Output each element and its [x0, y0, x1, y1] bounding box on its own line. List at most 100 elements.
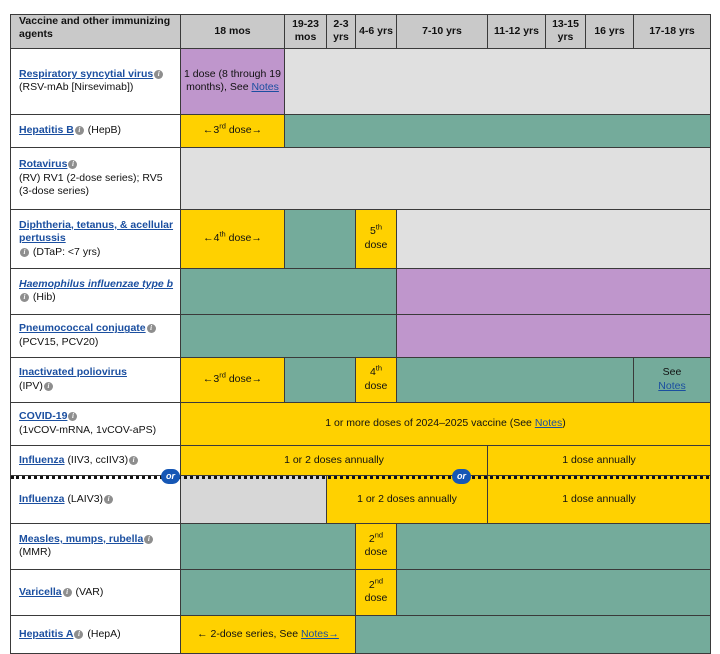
column-header-19-23-mos: 19-23 mos: [284, 14, 327, 49]
info-icon[interactable]: i: [68, 160, 78, 170]
cell-dtap-18mos: ←4th dose→: [180, 208, 285, 269]
info-icon[interactable]: i: [129, 455, 139, 465]
row-abbr-hib: (Hib): [32, 291, 56, 304]
row-abbr-pcv: (PCV15, PCV20): [19, 335, 99, 348]
row-abbr-rotavirus: (RV) RV1 (2-dose series); RV5 (3-dose se…: [19, 171, 163, 198]
row-abbr-hepb: (HepB): [87, 124, 122, 137]
table-row-ipv: Inactivated poliovirus (IPV)i ←3rd dose→…: [10, 356, 711, 403]
cell-influenza-laiv3-gray: [180, 474, 327, 524]
vaccine-link-hepb[interactable]: Hepatitis B: [19, 124, 74, 137]
row-abbr-covid19: (1vCOV-mRNA, 1vCOV-aPS): [19, 423, 157, 436]
info-icon[interactable]: i: [154, 69, 164, 79]
info-icon[interactable]: i: [68, 412, 78, 422]
info-icon[interactable]: i: [144, 534, 154, 544]
info-icon[interactable]: i: [74, 629, 84, 639]
cell-pcv-right: [396, 313, 711, 358]
row-abbr-varicella: (VAR): [75, 585, 104, 598]
row-abbr-dtap: (DTaP: <7 yrs): [32, 245, 101, 258]
or-badge-right[interactable]: or: [452, 469, 471, 484]
vaccine-link-hepa[interactable]: Hepatitis A: [19, 627, 74, 640]
vaccine-link-influenza-laiv3[interactable]: Influenza: [19, 492, 65, 505]
vaccine-link-pcv[interactable]: Pneumococcal conjugate: [19, 322, 146, 335]
table-row-influenza-laiv3: Influenza (LAIV3)i 1 or 2 doses annually…: [10, 474, 711, 524]
info-icon[interactable]: i: [20, 293, 29, 303]
cell-influenza-iiv3-right: 1 dose annually: [487, 444, 711, 476]
cell-ipv-17-18yrs: See Notes: [633, 356, 711, 403]
cell-ipv-mid: [396, 356, 634, 403]
header-row: Vaccine and other immunizing agents 18 m…: [10, 14, 711, 49]
cell-rotavirus-rest: [180, 146, 711, 210]
notes-link[interactable]: Notes: [251, 81, 279, 94]
cell-hib-right: [396, 267, 711, 315]
cell-text: See: [662, 366, 682, 379]
cell-dtap-rest: [396, 208, 711, 269]
info-icon[interactable]: i: [62, 587, 72, 597]
row-label-dtap: Diphtheria, tetanus, & acellular pertuss…: [10, 208, 181, 269]
info-icon[interactable]: i: [43, 381, 53, 391]
vaccine-link-influenza-iiv3[interactable]: Influenza: [19, 453, 65, 466]
info-icon[interactable]: i: [20, 247, 29, 257]
info-icon[interactable]: i: [104, 494, 114, 504]
cell-dtap-19mos-3yrs: [284, 208, 356, 269]
row-label-hib: Haemophilus influenzae type b i (Hib): [10, 267, 181, 315]
immunization-schedule-table: Vaccine and other immunizing agents 18 m…: [10, 14, 711, 654]
cell-ipv-19mos-3yrs: [284, 356, 356, 403]
info-icon[interactable]: i: [146, 324, 156, 334]
row-abbr-ipv: (IPV): [19, 379, 43, 392]
column-header-agent: Vaccine and other immunizing agents: [10, 14, 181, 49]
column-header-13-15-yrs: 13-15 yrs: [545, 14, 586, 49]
cell-pcv-left: [180, 313, 397, 358]
column-header-2-3-yrs: 2-3 yrs: [326, 14, 356, 49]
row-label-influenza-laiv3: Influenza (LAIV3)i: [10, 474, 181, 524]
cell-hepb-rest: [284, 113, 711, 148]
cell-varicella-right: [396, 568, 711, 616]
vaccine-link-hib[interactable]: Haemophilus influenzae type b: [19, 277, 174, 290]
cell-varicella-left: [180, 568, 356, 616]
row-abbr-influenza-iiv3: (IIV3, ccIIV3): [67, 453, 129, 466]
notes-link[interactable]: Notes→: [300, 627, 339, 640]
cell-hepa-left: ← 2-dose series, See Notes→: [180, 614, 356, 654]
column-header-7-10-yrs: 7-10 yrs: [396, 14, 488, 49]
table-row-hib: Haemophilus influenzae type b i (Hib): [10, 267, 711, 315]
info-icon[interactable]: i: [74, 126, 84, 136]
column-header-17-18-yrs: 17-18 yrs: [633, 14, 711, 49]
vaccine-link-rotavirus[interactable]: Rotavirus: [19, 158, 68, 171]
row-abbr-hepa: (HepA): [87, 627, 121, 640]
vaccine-link-ipv[interactable]: Inactivated poliovirus: [19, 366, 127, 379]
cell-text: ← 2-dose series, See: [197, 627, 299, 640]
cell-hib-left: [180, 267, 397, 315]
or-badge-left[interactable]: or: [161, 469, 180, 484]
column-header-11-12-yrs: 11-12 yrs: [487, 14, 546, 49]
row-abbr-influenza-laiv3: (LAIV3): [67, 492, 104, 505]
vaccine-link-mmr[interactable]: Measles, mumps, rubella: [19, 532, 144, 545]
column-header-18-mos: 18 mos: [180, 14, 285, 49]
row-abbr-rsv: (RSV-mAb [Nirsevimab]): [19, 81, 134, 94]
notes-link[interactable]: Notes: [658, 379, 686, 392]
row-label-ipv: Inactivated poliovirus (IPV)i: [10, 356, 181, 403]
cell-rsv-18mos: 1 dose (8 through 19 months), See Notes: [180, 47, 285, 115]
cell-ipv-18mos: ←3rd dose→: [180, 356, 285, 403]
notes-link[interactable]: Notes: [534, 417, 563, 430]
vaccine-link-covid19[interactable]: COVID-19: [19, 410, 68, 423]
cell-hepb-18mos: ←3rd dose→: [180, 113, 285, 148]
vaccine-link-rsv[interactable]: Respiratory syncytial virus: [19, 67, 154, 80]
column-header-16-yrs: 16 yrs: [585, 14, 634, 49]
vaccine-link-varicella[interactable]: Varicella: [19, 585, 62, 598]
cell-text: 1 or more doses of 2024–2025 vaccine (Se…: [325, 417, 532, 430]
vaccine-link-dtap[interactable]: Diphtheria, tetanus, & acellular pertuss…: [19, 218, 174, 245]
